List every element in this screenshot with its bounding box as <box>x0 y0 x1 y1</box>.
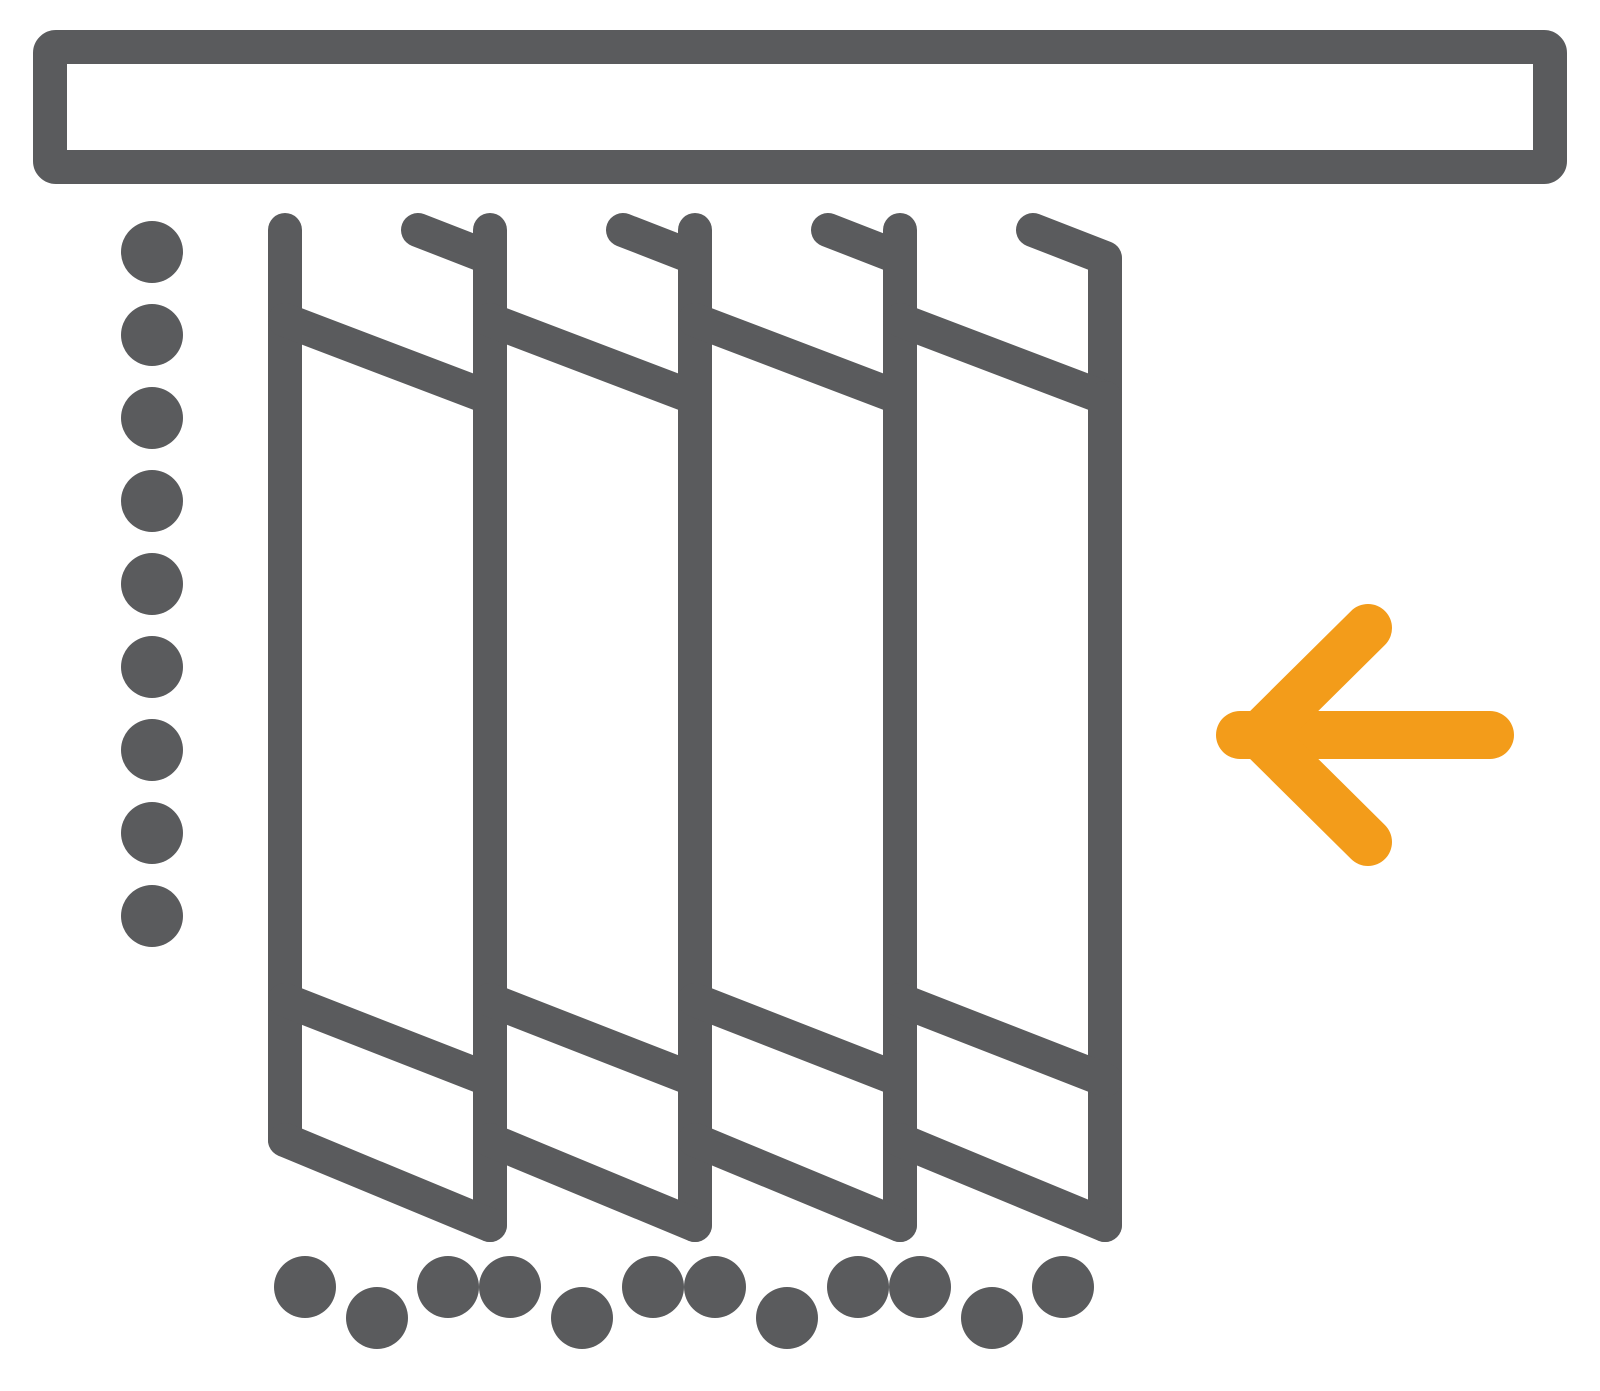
weight-bead <box>417 1256 479 1318</box>
vane-top-edge <box>883 303 1122 415</box>
arrow-left-icon <box>1216 604 1514 866</box>
weight-bead <box>346 1287 408 1349</box>
headrail <box>33 30 1567 184</box>
chain-bead <box>121 470 183 532</box>
vane-bottom-edge <box>883 1123 1122 1242</box>
vane-bottom-edge <box>473 1123 712 1242</box>
weight-bead <box>756 1287 818 1349</box>
weight-bead <box>1032 1256 1094 1318</box>
vane-2 <box>473 213 712 1242</box>
vane-1 <box>268 213 507 1242</box>
vane-top-edge <box>473 303 712 415</box>
bottom-weight-chain <box>274 1256 1094 1349</box>
vane-bottom-edge <box>268 1123 507 1242</box>
vane-hem-line <box>678 983 917 1097</box>
vane-hook <box>1016 213 1122 415</box>
arrow-head <box>1236 604 1392 866</box>
weight-bead <box>889 1256 951 1318</box>
chain-bead <box>121 802 183 864</box>
weight-bead <box>827 1256 889 1318</box>
chain-bead <box>121 387 183 449</box>
vane-hem-line <box>268 983 507 1097</box>
chain-bead <box>121 719 183 781</box>
weight-bead <box>684 1256 746 1318</box>
chain-bead <box>121 304 183 366</box>
pull-chain <box>121 221 183 947</box>
chain-bead <box>121 553 183 615</box>
chain-bead <box>121 885 183 947</box>
weight-bead <box>551 1287 613 1349</box>
weight-bead <box>479 1256 541 1318</box>
weight-bead <box>274 1256 336 1318</box>
vane-hem-line <box>473 983 712 1097</box>
vane-top-edge <box>268 303 507 415</box>
vane-hem-line <box>883 983 1122 1097</box>
weight-bead <box>961 1287 1023 1349</box>
chain-bead <box>121 636 183 698</box>
vane-bottom-edge <box>678 1123 917 1242</box>
vanes <box>268 213 1122 1242</box>
vane-top-edge <box>678 303 917 415</box>
chain-bead <box>121 221 183 283</box>
vane-3 <box>678 213 917 1242</box>
weight-bead <box>622 1256 684 1318</box>
vane-4 <box>883 213 1122 1242</box>
